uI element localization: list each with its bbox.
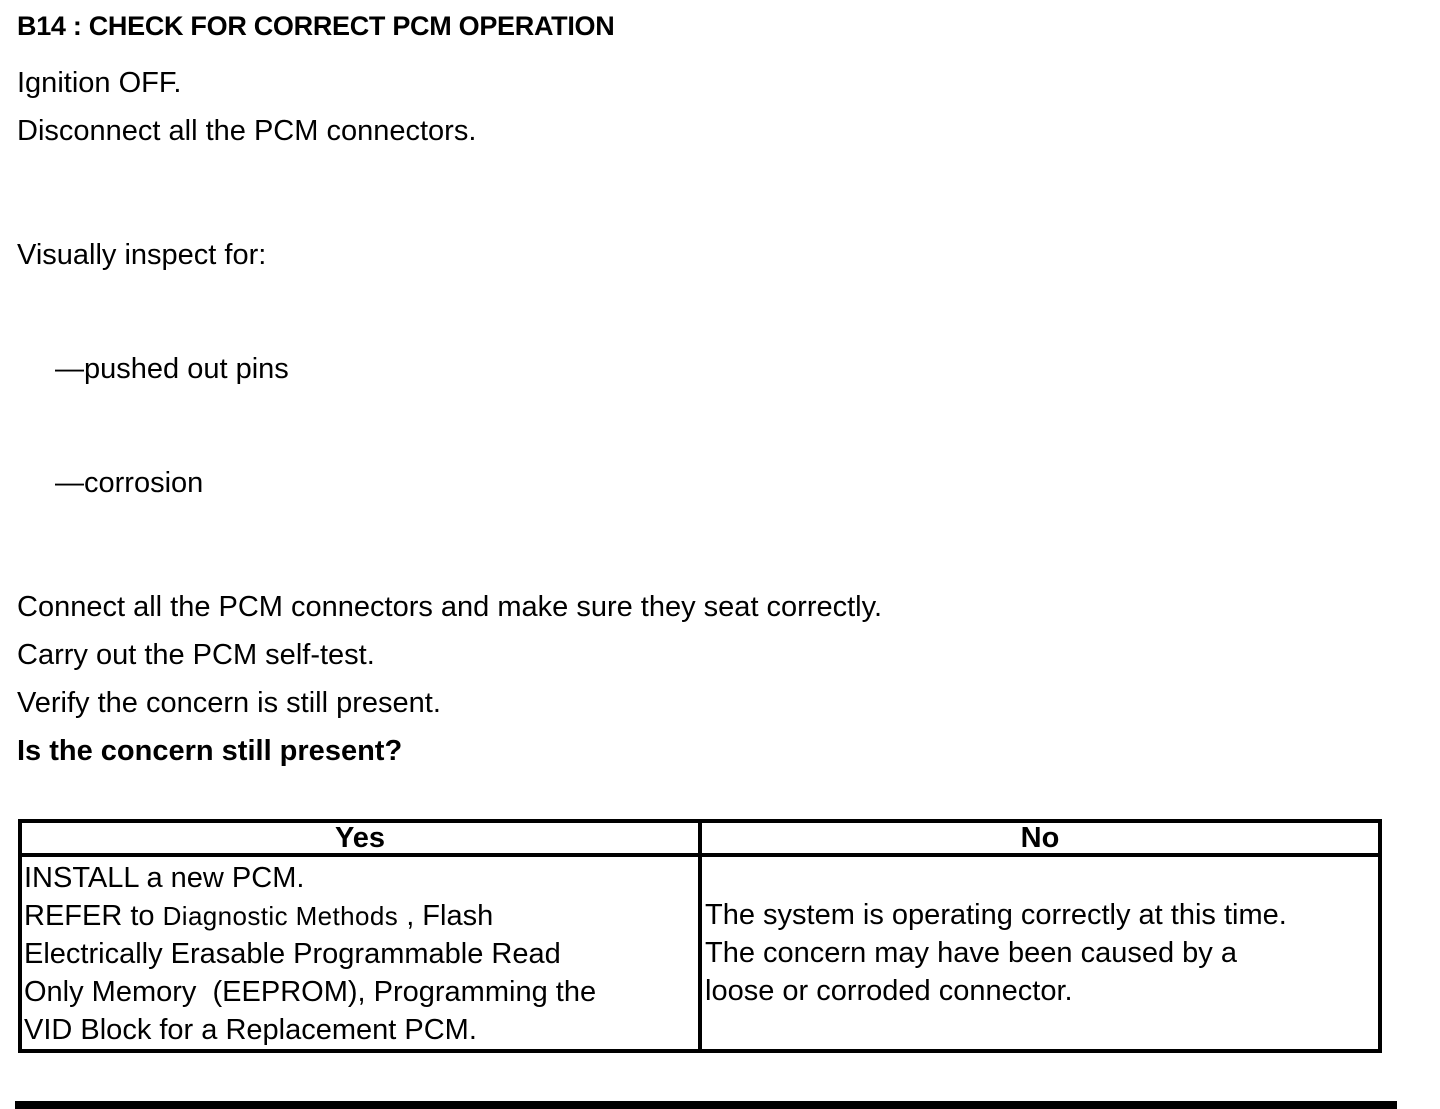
decision-table-body-row: INSTALL a new PCM. REFER to Diagnostic M… — [18, 853, 1382, 1053]
refer-prefix: REFER to — [24, 900, 163, 932]
no-column-header: No — [698, 819, 1382, 857]
no-action-cell: The system is operating correctly at thi… — [698, 853, 1382, 1053]
yes-action-install: INSTALL a new PCM. — [24, 862, 305, 894]
no-action-text: The system is operating correctly at thi… — [705, 896, 1378, 1010]
procedure-title: B14 : CHECK FOR CORRECT PCM OPERATION — [17, 11, 615, 41]
no-action-line3: loose or corroded connector. — [705, 975, 1073, 1007]
step-visual-inspection: Visually inspect for: —pushed out pins —… — [17, 160, 1420, 578]
yes-action-refer-line4: VID Block for a Replacement PCM. — [24, 1014, 477, 1046]
inspect-item-corrosion: —corrosion — [55, 467, 204, 499]
step-connect-connectors: Connect all the PCM connectors and make … — [17, 591, 883, 623]
yes-action-refer: REFER to Diagnostic Methods , Flash — [24, 897, 698, 935]
step-disconnect-connectors: Disconnect all the PCM connectors. — [17, 115, 477, 147]
step-visual-inspection-text: Visually inspect for: — [17, 239, 267, 271]
refer-suffix: , Flash — [398, 900, 494, 932]
bottom-divider — [15, 1101, 1397, 1109]
yes-action-cell: INSTALL a new PCM. REFER to Diagnostic M… — [18, 853, 702, 1053]
step-ignition-off: Ignition OFF. — [17, 67, 182, 99]
yes-action-refer-line2: Electrically Erasable Programmable Read — [24, 938, 561, 970]
decision-question: Is the concern still present? — [17, 735, 403, 767]
yes-column-header: Yes — [18, 819, 702, 857]
decision-table: Yes No INSTALL a new PCM. REFER to Diagn… — [18, 819, 1382, 1053]
inspect-item-pushed-out-pins: —pushed out pins — [55, 353, 289, 385]
no-action-line2: The concern may have been caused by a — [705, 937, 1237, 969]
decision-table-header-row: Yes No — [18, 819, 1382, 857]
step-verify-concern: Verify the concern is still present. — [17, 687, 441, 719]
diagnostic-methods-link[interactable]: Diagnostic Methods — [162, 901, 399, 931]
yes-action-refer-line3: Only Memory (EEPROM), Programming the — [24, 976, 597, 1008]
no-action-line1: The system is operating correctly at thi… — [705, 899, 1287, 931]
step-self-test: Carry out the PCM self-test. — [17, 639, 375, 671]
